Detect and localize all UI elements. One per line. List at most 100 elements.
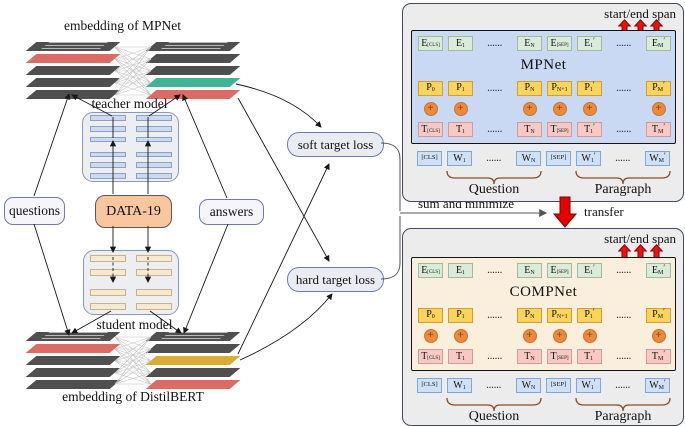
- mpnet-embedding-label: embedding of MPNet: [64, 18, 181, 33]
- add-icon: +: [522, 328, 537, 343]
- hard-target-loss-node: hard target loss: [287, 267, 384, 292]
- add-icon: +: [423, 328, 438, 343]
- layer-bar: [89, 136, 126, 143]
- embedding-layer: [25, 54, 121, 63]
- embedding-layer: [145, 66, 241, 75]
- student-model-label: student model: [96, 317, 173, 332]
- layer-bar: [136, 268, 172, 276]
- embedding-stack-mpnet-right: [145, 42, 241, 102]
- student-model-box: [83, 250, 179, 315]
- embedding-layer: [145, 332, 241, 341]
- embedding-layer: [25, 332, 121, 341]
- add-icon: +: [453, 101, 468, 116]
- question-paragraph-braces: [446, 170, 671, 184]
- token-box: E[SEP]: [547, 36, 572, 51]
- embedding-stack-distilbert-left: [25, 332, 121, 392]
- ellipsis: ......: [487, 125, 503, 134]
- embedding-layer: [25, 356, 121, 365]
- add-icon: +: [453, 328, 468, 343]
- ellipsis: ......: [615, 381, 631, 390]
- add-icon: +: [651, 328, 666, 343]
- layer-bar: [135, 115, 172, 122]
- plus-row: ++++++: [418, 328, 669, 343]
- paragraph-label: Paragraph: [594, 182, 652, 197]
- ellipsis: ......: [616, 39, 632, 48]
- embedding-layer: [145, 78, 241, 87]
- ellipsis: ......: [486, 154, 502, 163]
- token-box: E[CLS]: [418, 36, 443, 51]
- embedding-layer: [25, 42, 121, 51]
- teacher-model-label: teacher model: [91, 96, 168, 111]
- layer-bar: [89, 151, 126, 158]
- layer-bar: [135, 172, 172, 179]
- token-box: T[SEP]: [547, 122, 572, 137]
- layer-bar: [136, 289, 172, 297]
- student-layer-column: [136, 251, 172, 314]
- token-box: E[CLS]: [418, 263, 443, 278]
- embedding-layer: [145, 368, 241, 377]
- embedding-stack-mpnet-left: [25, 42, 121, 102]
- ellipsis: ......: [487, 266, 503, 275]
- layer-bar: [135, 125, 172, 132]
- ellipsis: ......: [616, 266, 632, 275]
- layer-bar: [89, 172, 126, 179]
- answers-node: answers: [199, 199, 264, 225]
- model-name: COMPNet: [509, 284, 578, 301]
- embedding-layer: [25, 344, 121, 353]
- answers-label: answers: [209, 204, 254, 219]
- start-end-span-label: start/end span: [604, 231, 676, 246]
- ellipsis: ......: [487, 39, 503, 48]
- question-label: Question: [468, 182, 520, 197]
- teacher-layer-column: [89, 113, 126, 181]
- ellipsis: ......: [486, 381, 502, 390]
- data-19-node: DATA-19: [95, 195, 172, 228]
- layer-bar: [136, 303, 172, 311]
- distilbert-embedding-label: embedding of DistilBERT: [62, 389, 204, 404]
- soft-target-loss-label: soft target loss: [297, 136, 374, 152]
- embedding-layer: [145, 42, 241, 51]
- layer-bar: [90, 268, 126, 276]
- question-label: Question: [468, 409, 520, 424]
- token-box: [SEP]: [546, 378, 571, 393]
- layer-bar: [90, 303, 126, 311]
- ellipsis: ......: [616, 83, 632, 93]
- add-icon: +: [552, 328, 567, 343]
- layer-bar: [135, 162, 172, 169]
- ellipsis: ......: [616, 125, 632, 134]
- embedding-layer: [145, 344, 241, 353]
- token-box: [SEP]: [546, 151, 571, 166]
